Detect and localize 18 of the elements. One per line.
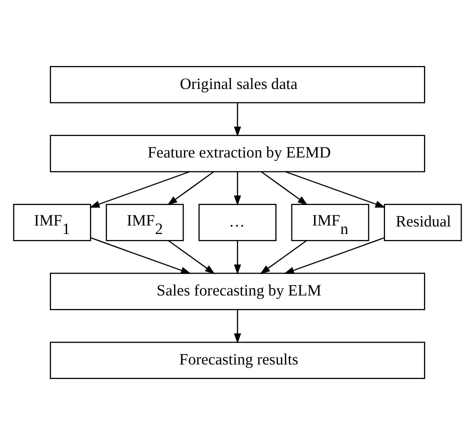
arrow: [283, 237, 384, 274]
arrow: [168, 240, 215, 274]
arrow: [233, 172, 241, 206]
node-box: …: [198, 204, 276, 242]
arrow: [284, 171, 386, 208]
arrow: [88, 171, 190, 208]
node-box: Feature extraction by EEMD: [49, 134, 425, 172]
arrow: [259, 240, 306, 274]
node-box: Original sales data: [49, 66, 425, 104]
node-box: Residual: [383, 204, 462, 242]
arrow: [260, 171, 308, 206]
arrow: [233, 240, 241, 275]
arrow: [90, 237, 191, 274]
arrow: [166, 171, 214, 206]
arrow: [233, 102, 241, 137]
arrow: [233, 310, 241, 344]
node-box: Forecasting results: [49, 342, 425, 380]
node-box: Sales forecasting by ELM: [49, 272, 425, 310]
